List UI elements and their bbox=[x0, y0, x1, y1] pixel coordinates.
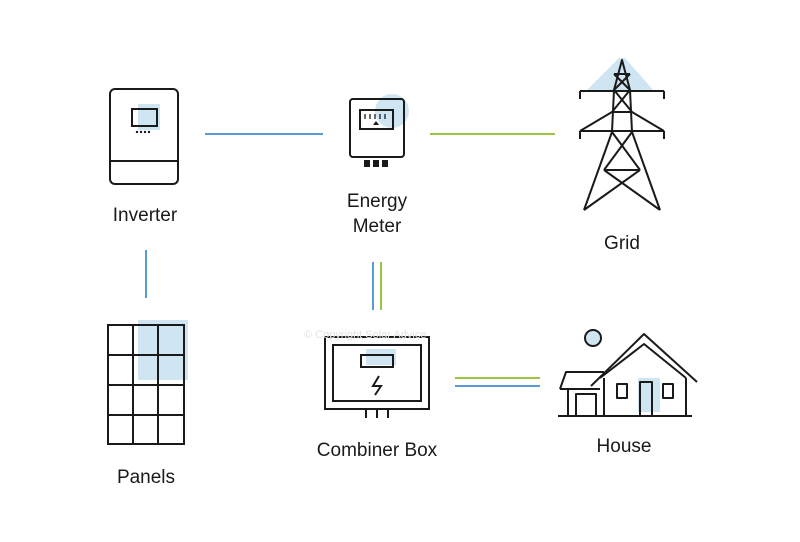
inverter-icon bbox=[109, 88, 179, 185]
label-panels: Panels bbox=[116, 467, 176, 488]
label-energy-meter-line1: Energy bbox=[346, 191, 408, 212]
combiner-box-icon bbox=[324, 336, 430, 418]
label-energy-meter-line2: Meter bbox=[352, 216, 402, 237]
transmission-tower-icon bbox=[579, 58, 665, 211]
energy-meter-icon bbox=[349, 94, 409, 167]
label-combiner-box: Combiner Box bbox=[316, 440, 438, 461]
label-inverter: Inverter bbox=[112, 205, 178, 226]
solar-panel-icon bbox=[107, 320, 188, 445]
house-icon bbox=[558, 329, 698, 417]
connection-lines bbox=[145, 133, 555, 387]
watermark: © Copyright Solar Advice bbox=[304, 329, 427, 341]
label-energy-meter: Energy Meter bbox=[297, 189, 457, 239]
label-house: House bbox=[596, 436, 652, 457]
label-grid: Grid bbox=[604, 233, 640, 254]
